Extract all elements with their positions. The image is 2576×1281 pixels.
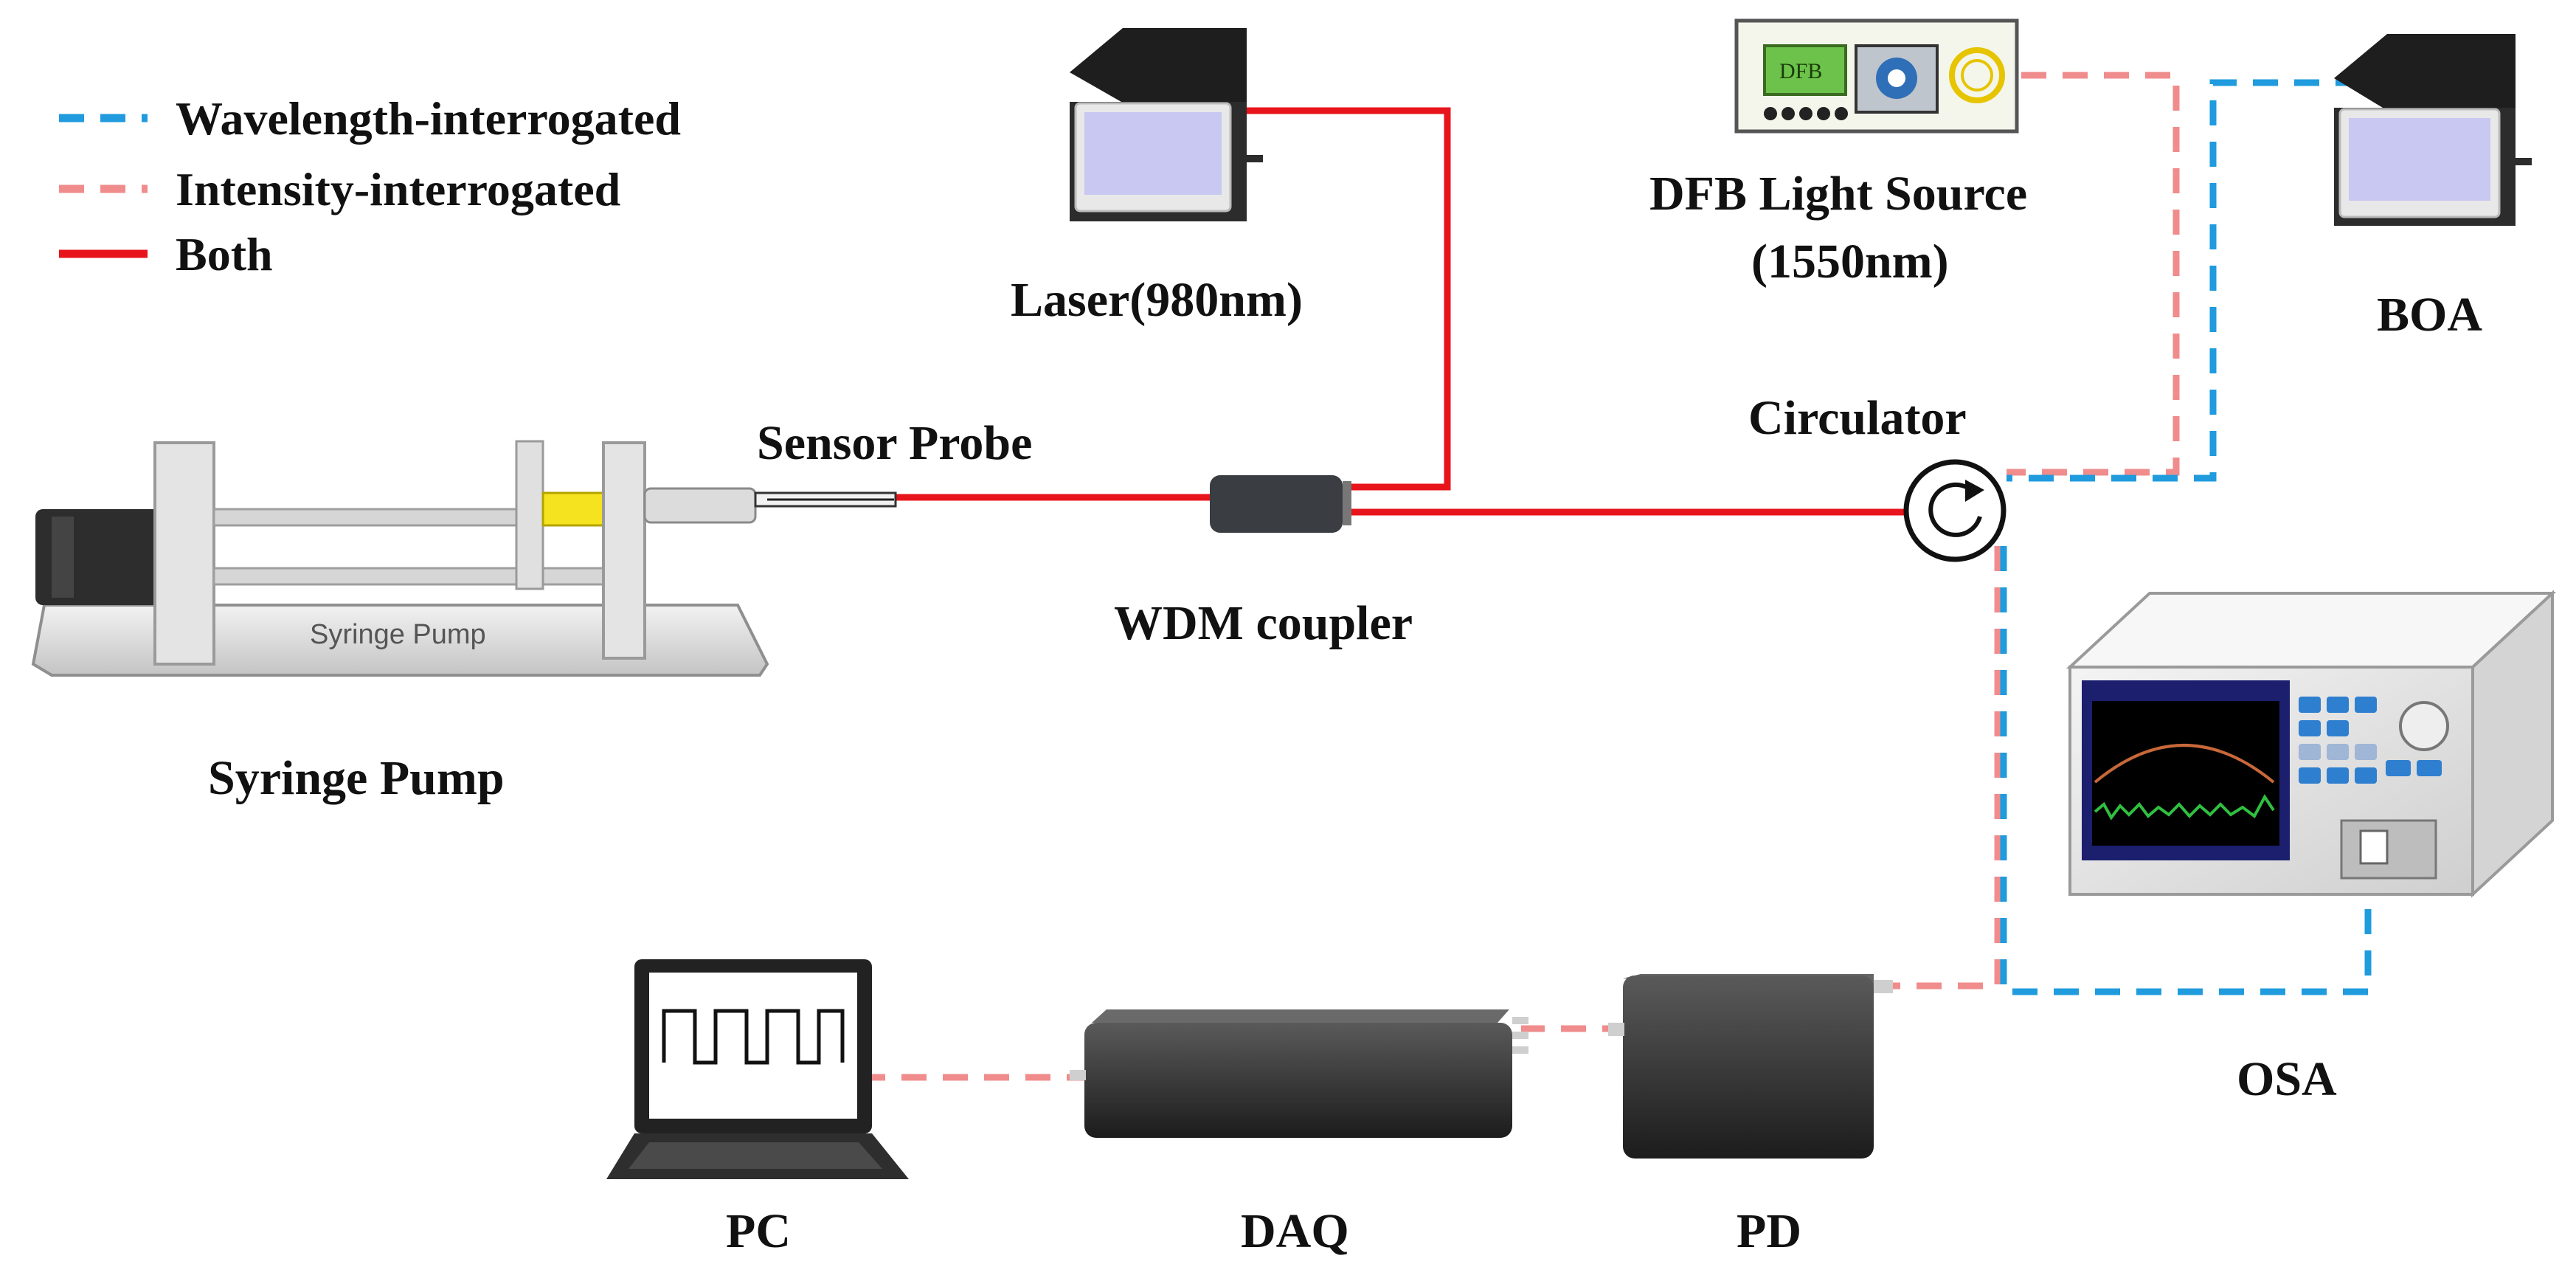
daq-body	[1084, 1023, 1512, 1138]
legend: Wavelength-interrogated Intensity-interr…	[59, 92, 681, 280]
pd-label: PD	[1737, 1204, 1801, 1258]
syringe-pump-rear-plate	[602, 441, 646, 660]
boa-label: BOA	[2377, 288, 2482, 342]
circulator-arrow-icon	[1928, 482, 1982, 537]
dfb-chip	[1763, 44, 1847, 96]
legend-both-label: Both	[176, 228, 273, 280]
fiber-laser-to-wdm	[1247, 107, 1451, 491]
sensor-probe-label: Sensor Probe	[757, 416, 1032, 470]
daq-ports	[1512, 1017, 1528, 1054]
syringe-pump: Syringe Pump	[31, 440, 897, 677]
fiber-circulator-to-pd-intensity	[1893, 546, 2001, 990]
pc-label: PC	[726, 1204, 791, 1258]
syringe-pump-label: Syringe Pump	[208, 751, 505, 805]
daq-top	[1092, 1009, 1509, 1023]
pc-square-wave	[662, 1009, 845, 1065]
dfb-fiber-coil	[1949, 47, 2005, 103]
syringe-pump-front-plate	[153, 441, 215, 666]
fiber-connections	[872, 72, 2372, 1081]
boa-device	[2334, 34, 2532, 226]
osa-knob	[2399, 701, 2449, 751]
fiber-dfb-to-circulator-intensity	[2007, 72, 2180, 476]
circulator	[1903, 459, 2007, 562]
daq-device	[1070, 1009, 1528, 1138]
wdm-coupler	[1210, 475, 1351, 533]
syringe-pump-rail-bottom	[212, 567, 629, 586]
laser-device	[1070, 28, 1263, 221]
boa-screen	[2349, 118, 2490, 201]
pd-body	[1623, 976, 1874, 1159]
dfb-pins	[1764, 107, 1848, 120]
pc-laptop	[606, 959, 909, 1179]
wdm-label: WDM coupler	[1114, 596, 1413, 650]
wdm-body	[1210, 475, 1343, 533]
laser-label: Laser(980nm)	[1011, 273, 1303, 327]
circulator-body	[1903, 459, 2007, 562]
pc-screen	[649, 973, 857, 1119]
dfb-chip-text: DFB	[1779, 59, 1822, 83]
syringe-pump-base	[31, 604, 769, 677]
osa-drive	[2340, 819, 2437, 880]
daq-label: DAQ	[1241, 1204, 1349, 1258]
dfb-label-line1: DFB Light Source	[1649, 167, 2027, 221]
fiber-boa-to-circulator-wavelength	[2007, 79, 2361, 482]
osa-buttons	[2299, 697, 2442, 784]
osa-label: OSA	[2237, 1052, 2337, 1106]
legend-wavelength-label: Wavelength-interrogated	[176, 92, 681, 145]
syringe-pump-slider	[515, 440, 544, 590]
pd-device	[1608, 974, 1893, 1159]
fiber-circulator-to-osa-wavelength	[2000, 546, 2372, 995]
osa-top-face	[2066, 592, 2557, 669]
dfb-label-line2: (1550nm)	[1751, 235, 1949, 289]
laser-screen	[1084, 112, 1222, 195]
syringe-needle-holder	[643, 487, 757, 524]
boa-body-top	[2334, 34, 2516, 108]
syringe-pump-device-text: Syringe Pump	[310, 619, 486, 650]
circulator-label: Circulator	[1748, 391, 1967, 445]
legend-intensity-label: Intensity-interrogated	[176, 163, 620, 215]
laser-body-top	[1070, 28, 1247, 102]
osa-trace	[2094, 744, 2275, 821]
osa-device	[2066, 590, 2557, 898]
dfb-light-source: DFB	[1734, 18, 2019, 134]
